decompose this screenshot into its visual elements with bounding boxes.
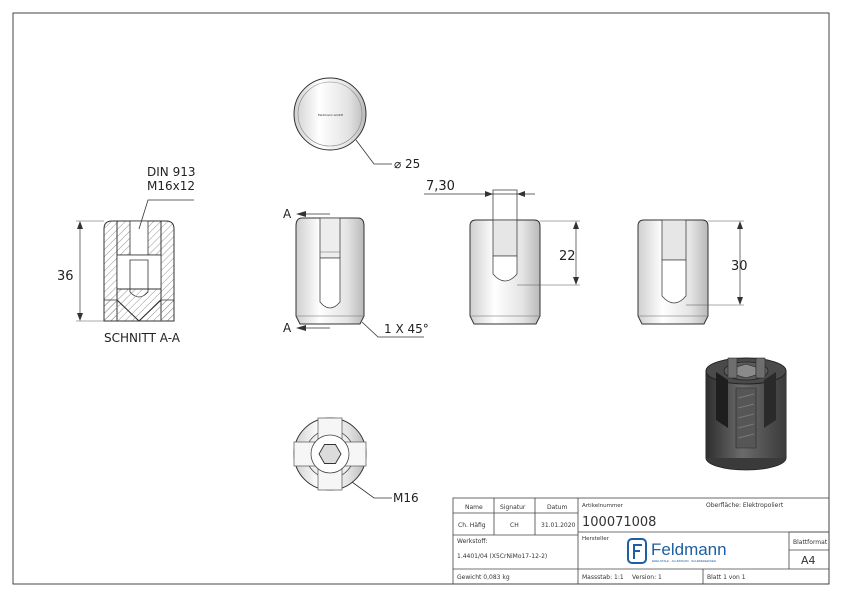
article-label: Artikelnummer xyxy=(582,503,624,509)
slot-depth-22: 22 xyxy=(559,249,576,264)
article-number: 100071008 xyxy=(582,515,656,530)
logo-subtext: EDELSTAHL · ALUMINIUM · SCHMIEDEEISEN xyxy=(652,559,716,563)
weight-value: Gewicht 0,083 kg xyxy=(457,574,510,581)
feldmann-logo: Feldmann EDELSTAHL · ALUMINIUM · SCHMIED… xyxy=(627,538,727,564)
top-view xyxy=(293,77,392,165)
thread-dimension: M16 xyxy=(393,491,419,505)
sheet-number: Blatt 1 von 1 xyxy=(707,574,746,581)
tiny-mark: Feldmann GmbH xyxy=(318,113,343,117)
sheet-border xyxy=(12,12,830,585)
section-view xyxy=(76,199,194,322)
surface-value: Oberfläche: Elektropoliert xyxy=(706,502,784,509)
slot-width-dimension: 7,30 xyxy=(426,179,455,194)
din-label: DIN 913 xyxy=(147,165,195,179)
iso-view xyxy=(705,357,787,471)
drawing-date: 31.01.2020 xyxy=(541,522,576,529)
manufacturer-label: Hersteller xyxy=(582,536,610,542)
side-view-slot xyxy=(424,189,580,325)
section-marker-top: A xyxy=(283,207,292,221)
title-block xyxy=(452,497,830,585)
thread-spec-label: M16x12 xyxy=(147,179,195,193)
material-label: Werkstoff: xyxy=(457,538,488,545)
section-marker-bottom: A xyxy=(283,321,292,335)
bottom-view xyxy=(293,417,392,499)
material-value: 1.4401/04 (X5CrNiMo17-12-2) xyxy=(457,553,547,560)
diameter-dimension: ⌀ 25 xyxy=(394,157,420,171)
drawer-signature: CH xyxy=(510,522,519,529)
sheet-format-label: Blattformat xyxy=(793,539,828,546)
height-dimension: 36 xyxy=(57,269,74,284)
header-date: Datum xyxy=(547,504,567,511)
sheet-format-value: A4 xyxy=(801,554,816,567)
version-value: Version: 1 xyxy=(632,574,662,581)
slot-depth-30: 30 xyxy=(731,259,748,274)
scale-value: Massstab: 1:1 xyxy=(582,574,624,581)
section-label: SCHNITT A-A xyxy=(104,331,181,345)
header-signature: Signatur xyxy=(500,504,526,511)
front-view xyxy=(295,211,424,338)
header-name: Name xyxy=(465,504,483,511)
chamfer-dimension: 1 X 45° xyxy=(384,322,429,336)
side-view-through xyxy=(637,219,744,325)
logo-text: Feldmann xyxy=(651,540,727,559)
drawer-name: Ch. Häfig xyxy=(458,522,486,529)
